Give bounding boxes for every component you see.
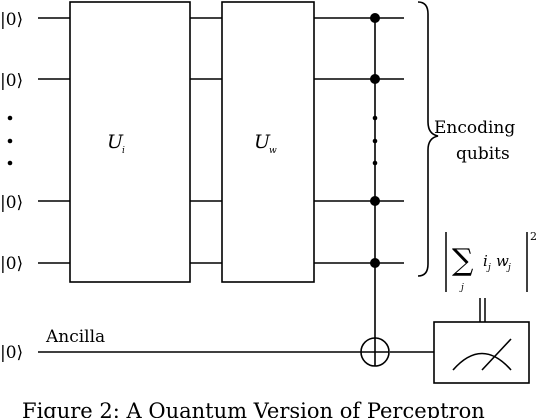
sum-symbol: ∑: [452, 243, 474, 278]
measurement-meter-icon: [433, 321, 530, 384]
right-brace: [417, 1, 439, 277]
gate-u-i: U i: [69, 1, 191, 283]
sum-index: j: [459, 283, 464, 293]
qubit-wires: [38, 17, 434, 353]
qubit-ket-1: |0⟩: [0, 10, 23, 30]
ancilla-label: Ancilla: [45, 327, 105, 347]
gate-u-i-label: U: [107, 131, 124, 153]
gate-u-w: U w: [221, 1, 315, 283]
ancilla-ket: |0⟩: [0, 343, 23, 363]
qubit-ket-2: |0⟩: [0, 71, 23, 91]
target-xor-symbol: [360, 337, 390, 367]
control-dot-3: [370, 196, 380, 206]
control-dot-1: [370, 13, 380, 23]
gate-u-w-subscript: w: [269, 146, 277, 156]
brace-label-line1: Encoding: [434, 118, 515, 138]
term-i: i: [483, 252, 488, 270]
term-w-sub: j: [506, 263, 511, 273]
gate-u-i-subscript: i: [122, 146, 125, 156]
term-i-sub: j: [486, 263, 491, 273]
figure-caption: Figure 2: A Quantum Version of Perceptro…: [22, 399, 485, 418]
formula-exponent: 2: [530, 230, 536, 243]
left-ellipsis: [7, 115, 13, 166]
qubit-ket-3: |0⟩: [0, 193, 23, 213]
qubit-ket-4: |0⟩: [0, 254, 23, 274]
classical-wire: [479, 298, 486, 322]
term-w: w: [496, 252, 509, 270]
gate-u-w-label: U: [254, 131, 271, 153]
brace-label-line2: qubits: [456, 144, 510, 164]
control-dot-4: [370, 258, 380, 268]
control-dot-2: [370, 74, 380, 84]
measurement-formula: ∑ j i j w j 2: [445, 230, 536, 293]
controlled-not: [360, 13, 390, 367]
